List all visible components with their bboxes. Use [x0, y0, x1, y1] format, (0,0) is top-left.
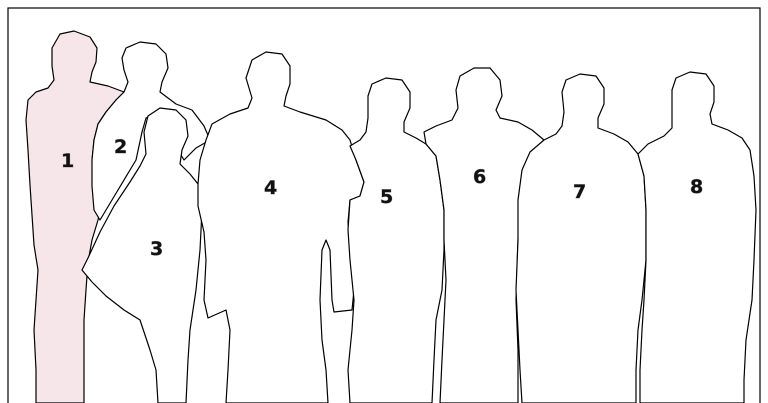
silhouette-5 [348, 78, 444, 403]
figure-label-8: 8 [690, 176, 703, 198]
figure-label-1: 1 [61, 150, 74, 172]
silhouette-7 [516, 74, 646, 403]
silhouette-4 [198, 52, 364, 403]
figure-label-2: 2 [114, 136, 127, 158]
figure-label-5: 5 [380, 186, 393, 208]
silhouette-8 [638, 72, 756, 403]
figure-label-7: 7 [573, 181, 586, 203]
figure-label-6: 6 [473, 166, 486, 188]
figure-label-4: 4 [264, 177, 277, 199]
figure-label-3: 3 [150, 238, 163, 260]
